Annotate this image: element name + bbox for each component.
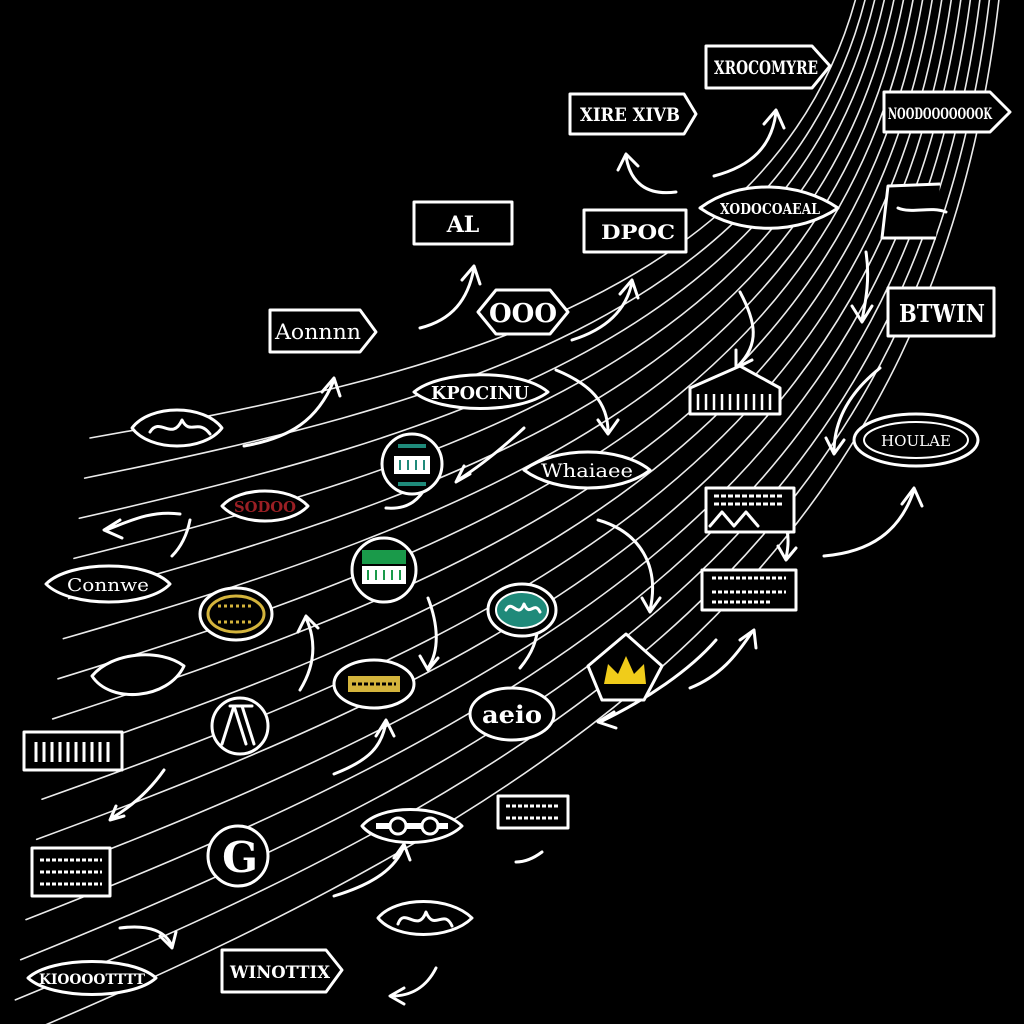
flow-line [46, 0, 933, 760]
emblem-icon [704, 486, 796, 534]
node-label: aeio [482, 700, 542, 729]
emblem-icon [496, 794, 570, 830]
flow-line [67, 0, 895, 600]
node-houlae[interactable]: HOULAE [852, 412, 980, 468]
node-aeio[interactable]: aeio [468, 686, 556, 742]
flow-line [14, 0, 991, 1001]
arrow-icon [514, 850, 544, 864]
node-whaiaee[interactable]: Whaiaee [522, 450, 652, 490]
node-label: XIRE XIVB [580, 104, 680, 126]
node-connwe[interactable]: Connwe [44, 564, 172, 604]
node-xire-xivb[interactable]: XIRE XIVB [568, 92, 698, 136]
arrow-icon [388, 966, 438, 1006]
emblem-icon [90, 653, 186, 696]
emblem-icon [350, 536, 418, 604]
arrow-icon [332, 842, 412, 898]
link-icon [360, 808, 464, 844]
node-label: WINOTTIX [229, 963, 331, 983]
crown-icon [586, 632, 664, 702]
node-dpoc[interactable]: DPOC [582, 208, 688, 254]
arrow-icon [850, 250, 874, 324]
bridge-icon [688, 364, 782, 416]
node-label: Connwe [67, 575, 149, 596]
node-kpocinu[interactable]: KPOCINU [412, 373, 550, 410]
emblem-icon [130, 408, 224, 448]
arrow-icon [454, 426, 526, 484]
node-label: Whaiaee [541, 460, 633, 482]
concept-nodes: XROCOMYRE XIRE XIVB NOODOOOOOOOK XODOCOA… [26, 44, 1012, 996]
arrow-icon [102, 511, 182, 540]
node-aonnnn[interactable]: Aonnnn [268, 308, 378, 354]
node-kiooooo[interactable]: KIOOOOTTTT [26, 960, 158, 996]
emblem-icon [332, 658, 416, 710]
node-label: KIOOOOTTTT [39, 972, 146, 988]
node-label: XROCOMYRE [714, 57, 818, 79]
decorative-badges [22, 364, 798, 936]
node-label: SODOO [234, 498, 296, 516]
arrow-icon [332, 718, 396, 776]
flow-line [83, 0, 866, 479]
node-winottix[interactable]: WINOTTIX [220, 948, 344, 994]
arrow-icon [418, 264, 482, 330]
arrow-icon [170, 518, 192, 558]
flow-line [78, 0, 876, 520]
emblem-icon [30, 846, 112, 898]
emblem-icon [22, 730, 124, 772]
node-label: G [222, 833, 258, 882]
node-ooo[interactable]: OOO [476, 288, 570, 336]
node-label: NOODOOOOOOOK [888, 104, 993, 123]
node-noodoo[interactable]: NOODOOOOOOOK [882, 90, 1012, 134]
arrow-icon [118, 925, 178, 950]
emblem-icon [486, 582, 558, 638]
node-al[interactable]: AL [412, 200, 514, 246]
arrow-icon [824, 366, 882, 456]
flow-line [45, 0, 1000, 1024]
node-label: Aonnnn [274, 320, 361, 344]
node-label: AL [446, 212, 480, 238]
arrow-icon [554, 368, 620, 436]
node-label: OOO [489, 299, 557, 329]
flow-arrows [102, 108, 924, 1006]
arrow-icon [570, 278, 640, 342]
node-xodocoaeal[interactable]: XODOCOAEAL [698, 185, 840, 230]
node-label: BTWIN [899, 299, 985, 328]
arrow-icon [418, 596, 440, 672]
arrow-icon [242, 376, 342, 448]
arrow-icon [822, 486, 924, 558]
flow-line [89, 0, 856, 439]
node-label: XODOCOAEAL [720, 200, 820, 218]
node-label: KPOCINU [431, 383, 529, 404]
emblem-icon [210, 696, 270, 756]
emblem-icon [700, 568, 798, 612]
arrow-icon [596, 638, 718, 730]
arrow-icon [296, 614, 320, 692]
node-sodoo[interactable]: SODOO [220, 489, 310, 523]
flow-line [62, 0, 905, 640]
node-g[interactable]: G [206, 824, 270, 888]
node-label: DPOC [601, 220, 675, 244]
arrow-icon [108, 768, 166, 822]
arrow-icon [596, 518, 662, 614]
node-bracket[interactable] [880, 182, 948, 240]
emblem-icon [380, 432, 444, 496]
link-icon [896, 206, 948, 214]
node-btwin[interactable]: BTWIN [886, 286, 996, 338]
arrow-icon [616, 152, 678, 195]
arrow-icon [712, 108, 786, 178]
emblem-icon [198, 586, 274, 642]
emblem-icon [376, 900, 474, 936]
node-xrocomyre[interactable]: XROCOMYRE [704, 44, 832, 90]
arrow-icon [688, 628, 758, 690]
node-label: HOULAE [881, 432, 951, 450]
